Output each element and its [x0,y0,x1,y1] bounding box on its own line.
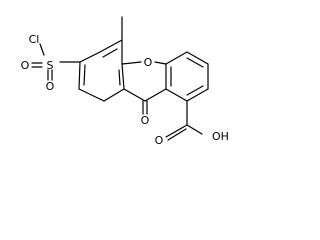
atom-label-ring-o: O [144,56,153,69]
atom-label-o-left: O [21,59,30,72]
bond [165,88,188,102]
atom-label-carboxyl-o: O [155,134,164,147]
bond [99,39,123,53]
bonds [31,16,209,141]
bond [165,51,188,65]
bond [186,88,209,102]
bond-inner [102,48,118,58]
bond-ring-o [121,61,142,65]
bond-inner [118,69,121,86]
bond-carboxyl [186,124,203,135]
bond [123,88,146,102]
bond [78,61,81,90]
atom-label-cl: Cl [29,33,40,46]
atom-label-o-bottom: O [46,80,55,93]
bond [79,51,101,63]
bond-inner [83,64,86,86]
bond [144,88,167,102]
bond [186,51,209,65]
bond [103,88,125,102]
atom-label-oh: OH [212,130,229,143]
bond [121,63,125,90]
bond-carboxyl [167,128,187,141]
bond-inner [186,57,204,68]
bond [78,88,105,102]
bond-ring-o [154,61,167,65]
atom-label-s: S [47,59,54,72]
bond-carboxyl [165,124,188,138]
atom-label-ketone-o: O [141,114,150,127]
bond-inner [186,85,204,96]
atom-labels: Cl S O O O O OH O [21,33,229,147]
bond-s-cl [39,43,45,56]
structural-formula-diagram: Cl S O O O O OH O [21,16,229,147]
